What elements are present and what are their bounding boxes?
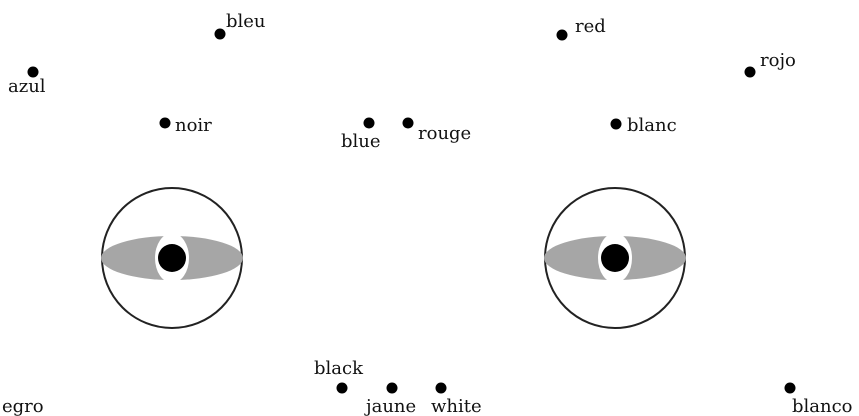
dot-black: [336, 382, 348, 394]
right-eye-icon: [544, 187, 686, 329]
dot-blue: [363, 117, 375, 129]
dot-rojo: [744, 66, 756, 78]
word-label-red: red: [575, 16, 606, 37]
word-label-black: black: [314, 358, 364, 379]
word-label-rouge: rouge: [418, 123, 471, 144]
word-label-blue: blue: [341, 131, 381, 152]
word-label-noir: noir: [175, 115, 212, 136]
dot-jaune: [386, 382, 398, 394]
left-eye-pupil: [158, 244, 186, 272]
dot-red: [556, 29, 568, 41]
word-label-azul: azul: [8, 76, 46, 97]
dot-rouge: [402, 117, 414, 129]
word-label-bleu: bleu: [226, 11, 266, 32]
dot-noir: [159, 117, 171, 129]
right-eye-pupil: [601, 244, 629, 272]
word-label-blanc: blanc: [627, 115, 677, 136]
word-label-jaune: jaune: [364, 396, 416, 416]
dot-azul: [27, 66, 39, 78]
dot-blanc: [610, 118, 622, 130]
dot-white: [435, 382, 447, 394]
dot-bleu: [214, 28, 226, 40]
word-label-rojo: rojo: [760, 50, 796, 71]
word-label-white: white: [431, 396, 482, 416]
dots: [27, 28, 796, 394]
left-eye-icon: [101, 187, 243, 329]
word-label-negro: egro: [2, 396, 44, 416]
dot-blanco: [784, 382, 796, 394]
word-label-blanco: blanco: [792, 396, 853, 416]
